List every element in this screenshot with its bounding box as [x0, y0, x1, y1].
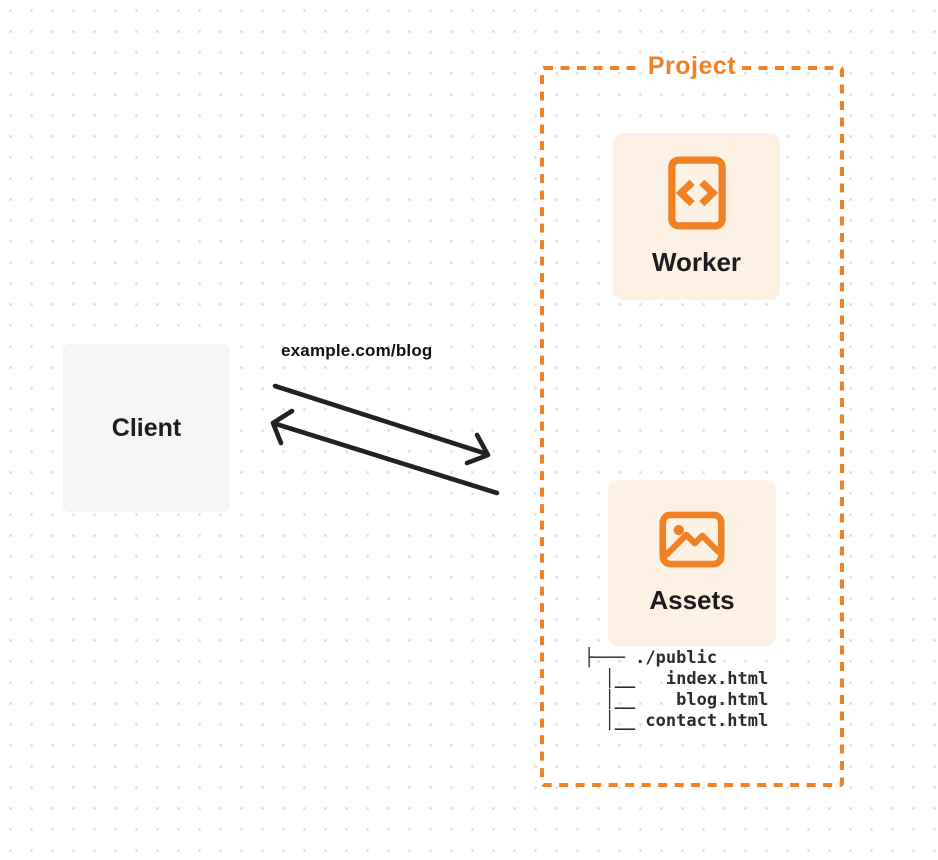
worker-node: Worker — [613, 133, 780, 300]
response-arrowhead — [270, 408, 295, 446]
client-label: Client — [111, 413, 182, 442]
client-node: Client — [63, 344, 230, 512]
response-arrow-line — [273, 421, 500, 496]
code-file-icon — [667, 156, 726, 230]
request-arrowhead — [464, 432, 491, 466]
image-icon — [659, 511, 725, 568]
project-label: Project — [642, 53, 742, 80]
assets-file-tree: ├─── ./public │__ index.html │__ blog.ht… — [584, 648, 769, 731]
assets-node: Assets — [608, 480, 776, 646]
request-arrow-line — [272, 383, 490, 457]
assets-label: Assets — [649, 584, 735, 615]
request-url-label: example.com/blog — [281, 341, 433, 360]
project-label-wrap: Project — [542, 53, 842, 80]
worker-label: Worker — [651, 246, 742, 277]
